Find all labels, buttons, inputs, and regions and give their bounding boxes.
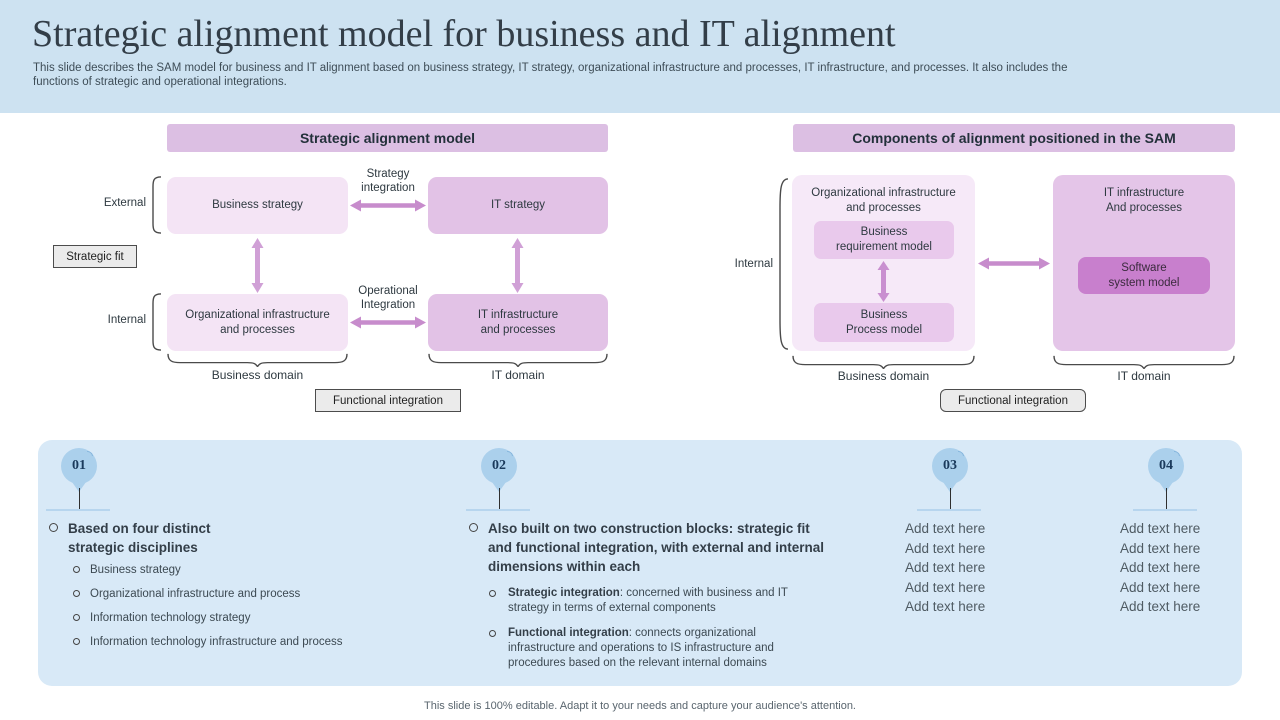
external-label: External	[103, 197, 146, 209]
bullet-icon	[73, 638, 80, 645]
slide-subtitle: This slide describes the SAM model for b…	[33, 62, 1068, 88]
placeholder-line: Add text here	[905, 521, 986, 536]
placeholder-line: Add text here	[1120, 540, 1201, 556]
placeholder-line: Add text here	[905, 579, 986, 595]
marker-stem-03	[950, 488, 951, 509]
note-1-bullet: Organizational infrastructure and proces…	[90, 588, 301, 600]
strategy-integration-arrow	[350, 199, 426, 212]
it-domain-brace-left	[428, 353, 608, 367]
marker-number: 02	[492, 458, 506, 473]
marker-stem-04	[1166, 488, 1167, 509]
note-1-bullet: Information technology strategy	[90, 612, 251, 624]
functional-integration-label-left: Functional integration	[315, 389, 461, 412]
business-domain-label-right: Business domain	[837, 369, 930, 383]
marker-stem-01	[79, 488, 80, 509]
functional-integration-label-right: Functional integration	[940, 389, 1086, 412]
strategic-fit-label: Strategic fit	[53, 245, 137, 268]
internal-bracket-left	[152, 293, 162, 351]
placeholder-line: Add text here	[1120, 521, 1201, 536]
note-1-heading: Based on four distinct strategic discipl…	[68, 521, 211, 555]
marker-rule-01	[46, 509, 110, 511]
business-process-model-box: Business Process model	[814, 303, 954, 342]
note-4-placeholder-lines: Add text here Add text here Add text her…	[1120, 519, 1200, 617]
org-infrastructure-outer-title: Organizational infrastructure and proces…	[811, 187, 956, 214]
operational-integration-label: Operational Integration	[358, 285, 418, 311]
business-domain-brace-right	[792, 355, 975, 369]
bullet-icon	[489, 630, 496, 637]
business-requirement-model-box: Business requirement model	[814, 221, 954, 259]
external-bracket	[152, 176, 162, 234]
bullet-icon	[489, 590, 496, 597]
bullet-icon	[73, 566, 80, 573]
placeholder-line: Add text here	[905, 599, 986, 614]
page-title: Strategic alignment model for business a…	[32, 13, 896, 55]
marker-rule-04	[1133, 509, 1197, 511]
placeholder-line: Add text here	[1120, 579, 1201, 595]
left-diagram-title-bar: Strategic alignment model	[167, 124, 608, 152]
it-strategy-box: IT strategy	[428, 177, 608, 234]
footer-note: This slide is 100% editable. Adapt it to…	[424, 700, 856, 712]
strategy-integration-label: Strategy integration	[361, 168, 415, 194]
internal-bracket-right	[777, 176, 789, 352]
placeholder-line: Add text here	[1120, 599, 1201, 614]
note-2-bullet: Functional integration: connects organiz…	[508, 626, 818, 671]
org-infrastructure-box: Organizational infrastructure and proces…	[167, 294, 348, 351]
placeholder-line: Add text here	[905, 540, 986, 556]
marker-pin-01: 01	[61, 448, 97, 484]
placeholder-line: Add text here	[905, 560, 986, 575]
marker-pin-02: 02	[481, 448, 517, 484]
note-1-bullet: Information technology infrastructure an…	[90, 636, 343, 648]
note-2-heading: Also built on two construction blocks: s…	[488, 521, 825, 574]
business-domain-brace-left	[167, 353, 348, 367]
bullet-lead: Strategic integration	[508, 587, 620, 599]
bullet-icon	[49, 523, 58, 532]
right-diagram-title-bar: Components of alignment positioned in th…	[793, 124, 1235, 152]
placeholder-line: Add text here	[1120, 560, 1201, 575]
marker-number: 01	[72, 458, 86, 473]
marker-number: 04	[1159, 458, 1173, 473]
software-system-model-box: Software system model	[1078, 257, 1210, 294]
bullet-icon	[469, 523, 478, 532]
marker-rule-03	[917, 509, 981, 511]
business-strategy-box: Business strategy	[167, 177, 348, 234]
internal-label-left: Internal	[107, 314, 146, 326]
requirement-process-arrow	[877, 261, 890, 302]
header-band	[0, 0, 1280, 113]
bullet-text: : connects organizational infrastructure…	[508, 627, 774, 669]
it-domain-label-right: IT domain	[1117, 369, 1171, 383]
marker-rule-02	[466, 509, 530, 511]
marker-pin-03: 03	[932, 448, 968, 484]
bullet-icon	[73, 614, 80, 621]
internal-label-right: Internal	[734, 258, 773, 270]
note-1-bullet: Business strategy	[90, 564, 181, 576]
it-domain-label-left: IT domain	[491, 368, 545, 382]
strategic-fit-arrow-business	[251, 238, 264, 293]
operational-integration-arrow	[350, 316, 426, 329]
notes-panel	[38, 440, 1242, 686]
bullet-icon	[73, 590, 80, 597]
marker-pin-04: 04	[1148, 448, 1184, 484]
marker-stem-02	[499, 488, 500, 509]
bullet-lead: Functional integration	[508, 627, 629, 639]
org-it-connector-arrow	[978, 257, 1050, 270]
business-domain-label-left: Business domain	[211, 368, 304, 382]
strategic-fit-arrow-it	[511, 238, 524, 293]
bullet-text: : concerned with business and IT strateg…	[508, 587, 788, 614]
marker-number: 03	[943, 458, 957, 473]
note-2-bullet: Strategic integration: concerned with bu…	[508, 586, 820, 616]
it-infrastructure-box: IT infrastructure and processes	[428, 294, 608, 351]
it-domain-brace-right	[1053, 355, 1235, 369]
note-3-placeholder-lines: Add text here Add text here Add text her…	[905, 519, 985, 617]
it-infrastructure-outer-title: IT infrastructure And processes	[1103, 187, 1185, 214]
